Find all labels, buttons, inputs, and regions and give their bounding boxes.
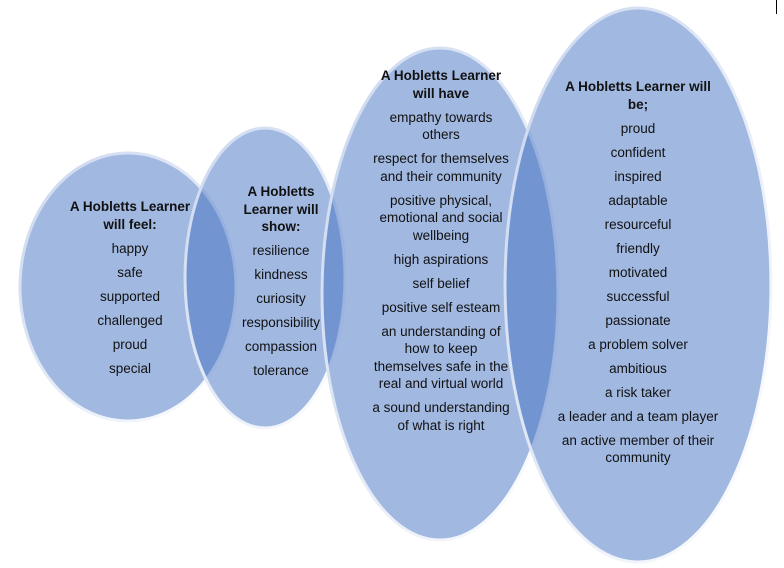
group-item: respect for themselves and their communi… [373, 151, 509, 184]
group-item: responsibility [241, 315, 321, 330]
group-item: supported [99, 288, 161, 304]
group-item: safe [117, 264, 143, 280]
group-item: high aspirations [393, 251, 489, 267]
group-have: A Hobletts Learner will have empathy towa… [369, 67, 513, 441]
group-item: ambitious [609, 360, 667, 376]
group-item: confident [610, 144, 666, 160]
group-feel: A Hobletts Learner will feel: happy safe su… [62, 198, 198, 384]
group-item: a leader and a team player [557, 408, 719, 424]
group-item: curiosity [256, 291, 306, 306]
group-heading: A Hobletts Learner will show: [243, 184, 319, 234]
group-item: proud [620, 120, 656, 136]
group-item: passionate [605, 312, 671, 328]
group-item: happy [111, 240, 149, 256]
group-show: A Hobletts Learner will show: resilience k… [234, 183, 328, 386]
group-item: resilience [252, 243, 310, 258]
group-item: successful [606, 288, 670, 304]
group-item: proud [112, 336, 148, 352]
group-item: compassion [244, 339, 318, 354]
group-item: tolerance [253, 363, 309, 378]
group-item: adaptable [608, 192, 668, 208]
group-item: an understanding of how to keep themselv… [373, 323, 509, 392]
ellipse-be [503, 6, 773, 564]
group-item: motivated [608, 264, 668, 280]
group-item: challenged [97, 312, 163, 328]
group-item: a problem solver [588, 336, 688, 352]
group-item: empathy towards others [389, 109, 493, 143]
group-item: self belief [412, 275, 470, 291]
group-item: special [108, 360, 152, 376]
group-heading: A Hobletts Learner will have [380, 68, 502, 101]
group-item: a sound understanding of what is right [372, 400, 510, 433]
group-item: inspired [614, 168, 662, 184]
group-item: resourceful [604, 216, 672, 232]
group-heading: A Hobletts Learner will be; [565, 79, 711, 112]
group-be: A Hobletts Learner will be; proud confiden… [555, 78, 721, 473]
text-cursor [776, 0, 777, 14]
group-item: a risk taker [604, 384, 672, 400]
group-item: positive self esteam [381, 299, 501, 315]
group-item: an active member of their community [561, 432, 715, 466]
group-item: kindness [254, 267, 308, 282]
group-item: friendly [616, 240, 660, 256]
group-heading: A Hobletts Learner will feel: [69, 199, 191, 232]
group-item: positive physical, emotional and social … [379, 192, 503, 243]
